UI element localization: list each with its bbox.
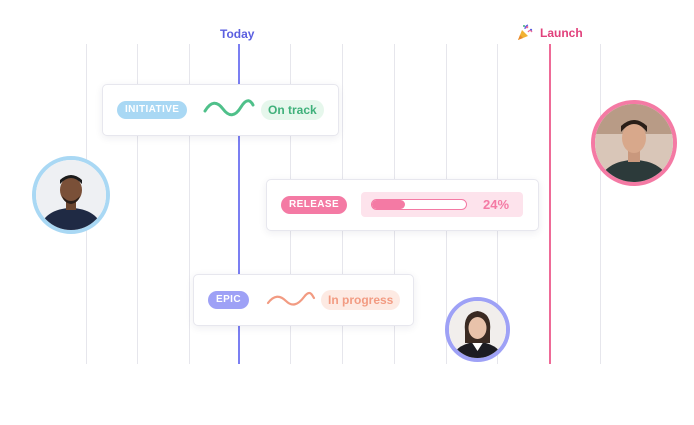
- avatar[interactable]: [32, 156, 110, 234]
- initiative-tag: INITIATIVE: [117, 101, 188, 119]
- in-progress-status: In progress: [321, 290, 401, 310]
- launch-marker-line: [549, 44, 551, 364]
- progress-bar-fill: [372, 200, 405, 209]
- launch-milestone: Launch: [516, 24, 583, 42]
- user-avatar-icon: [595, 104, 673, 182]
- user-avatar-icon: [36, 160, 106, 230]
- trend-wave-icon: [266, 291, 316, 306]
- release-tag: RELEASE: [281, 196, 348, 214]
- today-marker-line: [238, 44, 240, 364]
- launch-label: Launch: [540, 26, 583, 40]
- initiative-card[interactable]: INITIATIVE On track: [102, 84, 339, 136]
- party-popper-icon: [518, 24, 533, 40]
- epic-tag: EPIC: [208, 291, 249, 309]
- avatar[interactable]: [445, 297, 510, 362]
- trend-wave-icon: [203, 99, 255, 117]
- user-avatar-icon: [449, 301, 506, 358]
- grid-line: [600, 44, 601, 364]
- epic-card[interactable]: EPIC In progress: [193, 274, 414, 326]
- progress-percent: 24%: [483, 197, 510, 212]
- progress-bar: [371, 199, 467, 210]
- release-progress: 24%: [361, 192, 523, 217]
- release-card[interactable]: RELEASE 24%: [266, 179, 539, 231]
- avatar[interactable]: [591, 100, 677, 186]
- grid-line: [137, 44, 138, 364]
- on-track-status: On track: [261, 100, 324, 120]
- grid-line: [189, 44, 190, 364]
- today-label: Today: [220, 27, 255, 41]
